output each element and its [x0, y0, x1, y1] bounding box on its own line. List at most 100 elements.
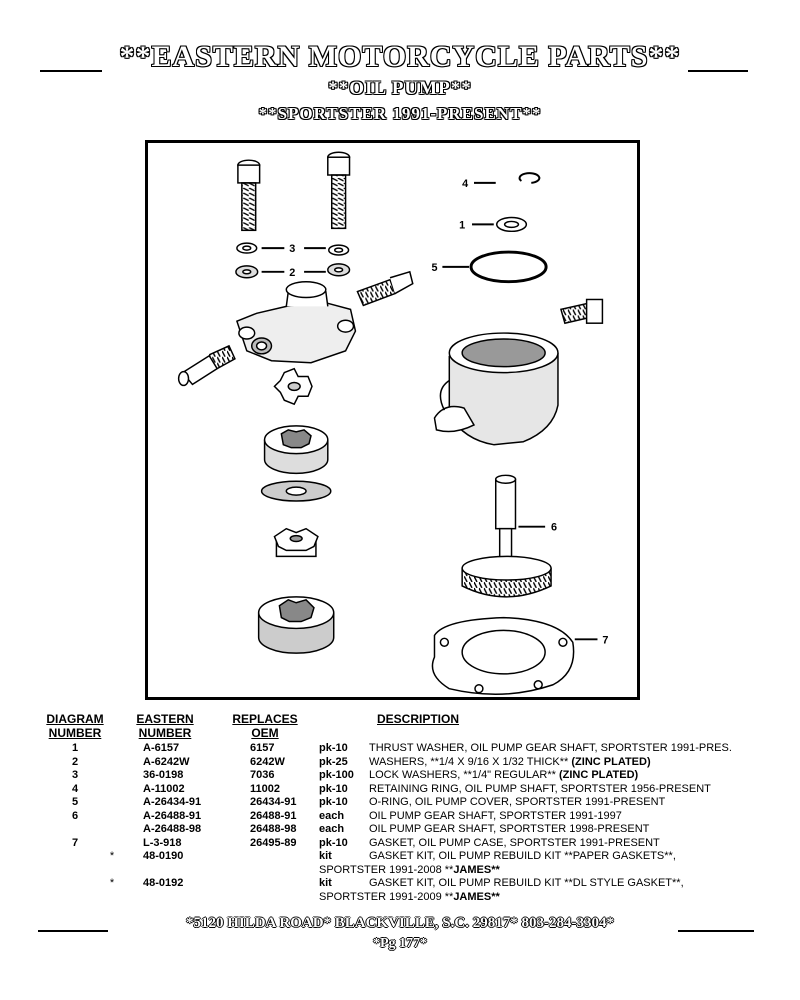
inner-gear-top [273, 367, 313, 406]
model-title: **SPORTSTER 1991-PRESENT** [258, 104, 542, 123]
description-text: OIL PUMP GEAR SHAFT, SPORTSTER 1998-PRES… [369, 823, 650, 835]
continuation-emphasis: JAMES** [453, 890, 500, 903]
table-row: * 48-0192 kit GASKET KIT, OIL PUMP REBUILD … [0, 877, 800, 891]
header-diagram: DIAGRAM NUMBER [46, 712, 104, 740]
gear-shaft [461, 474, 552, 598]
oem-number: 26488-98 [250, 823, 297, 835]
package-qty: pk-25 [319, 755, 348, 768]
header-rule-left [40, 70, 102, 72]
package-qty: pk-10 [319, 796, 348, 808]
callout-7: 7 [602, 634, 608, 646]
description: OIL PUMP GEAR SHAFT, SPORTSTER 1991-1997 [369, 810, 622, 822]
description-emphasis: (ZINC PLATED) [571, 755, 651, 768]
page-number: *Pg 177* [372, 936, 428, 951]
table-row: 3 36-0198 7036 pk-100 LOCK WASHERS, **1/4" R… [0, 769, 800, 783]
description-emphasis: (ZINC PLATED) [558, 769, 639, 781]
callout-6: 6 [551, 522, 557, 534]
table-row: * 48-0190 kit GASKET KIT, OIL PUMP REBUILD … [0, 850, 800, 864]
oem-number: 6157 [250, 742, 275, 754]
description-text: O-RING, OIL PUMP COVER, SPORTSTER 1991-P… [369, 796, 666, 808]
description: LOCK WASHERS, **1/4" REGULAR** (ZINC PLA… [369, 769, 638, 781]
package-qty: each [319, 823, 345, 835]
description: GASKET KIT, OIL PUMP REBUILD KIT **DL ST… [369, 877, 684, 889]
package-qty: each [319, 809, 345, 822]
package-qty: pk-10 [319, 836, 348, 849]
package-qty: pk-10 [319, 742, 348, 754]
description: GASKET KIT, OIL PUMP REBUILD KIT **PAPER… [369, 850, 676, 862]
table-row: A-26488-98 26488-98 each OIL PUMP GEAR SHAF… [0, 823, 800, 837]
description-text: GASKET KIT, OIL PUMP REBUILD KIT **DL ST… [369, 877, 684, 889]
description: OIL PUMP GEAR SHAFT, SPORTSTER 1998-PRES… [369, 823, 649, 835]
header-eastern: EASTERN NUMBER [136, 712, 194, 740]
description-text: LOCK WASHERS, **1/4" REGULAR** [369, 769, 559, 781]
callout-5: 5 [432, 262, 438, 274]
separator-plate [260, 480, 332, 502]
eastern-number: A-6242W [143, 755, 190, 768]
pump-cover [235, 280, 357, 364]
continuation-text: SPORTSTER 1991-2008 ** [319, 863, 454, 876]
eastern-number: A-11002 [143, 782, 185, 795]
footer-rule-right [678, 930, 754, 932]
package-qty: kit [319, 877, 332, 889]
eastern-number: A-26488-98 [143, 823, 202, 835]
callout-4: 4 [462, 178, 468, 190]
description-text: RETAINING RING, OIL PUMP SHAFT, SPORTSTE… [369, 782, 711, 795]
table-row: 4 A-11002 11002 pk-10 RETAINING RING, OIL PU… [0, 783, 800, 797]
company-title: **EASTERN MOTORCYCLE PARTS** [119, 40, 681, 73]
continuation-emphasis: JAMES** [453, 863, 500, 876]
table-row-continuation: SPORTSTER 1991-2009 **JAMES** [0, 891, 800, 905]
diagram-number: 4 [71, 782, 79, 795]
gasket [431, 616, 575, 695]
eastern-number: 36-0198 [143, 769, 184, 781]
screw-right [327, 151, 351, 230]
page-subtitle: **OIL PUMP** [328, 78, 472, 99]
oem-number: 7036 [250, 769, 275, 781]
thrust-washer [495, 216, 528, 233]
exploded-parts-diagram: 3 2 4 1 5 6 7 [145, 140, 640, 700]
fitting-left [177, 344, 236, 387]
package-qty: pk-10 [319, 782, 348, 795]
callout-3: 3 [289, 243, 295, 255]
diagram-number: 5 [71, 796, 79, 808]
callout-2: 2 [289, 267, 295, 279]
header-description: DESCRIPTION [377, 712, 460, 726]
kit-marker: * [109, 850, 115, 862]
header-rule-right [688, 70, 748, 72]
description-text: GASKET, OIL PUMP CASE, SPORTSTER 1991-PR… [369, 836, 660, 849]
eastern-number: 48-0190 [143, 850, 184, 862]
callout-1: 1 [459, 219, 465, 231]
fitting-right [356, 270, 414, 307]
o-ring [469, 250, 548, 284]
description-text: GASKET KIT, OIL PUMP REBUILD KIT **PAPER… [369, 850, 676, 862]
footer-address: *5120 HILDA ROAD* BLACKVILLE, S.C. 29817… [186, 915, 614, 931]
pump-case [433, 332, 559, 446]
continuation-text: SPORTSTER 1991-2009 ** [319, 890, 454, 903]
oem-number: 6242W [250, 755, 285, 768]
package-qty: kit [319, 850, 332, 862]
description-continuation: SPORTSTER 1991-2008 **JAMES** [319, 864, 500, 876]
header-oem: REPLACES OEM [232, 712, 298, 740]
oem-number: 11002 [250, 782, 280, 795]
kit-marker: * [109, 877, 115, 889]
description-text: OIL PUMP GEAR SHAFT, SPORTSTER 1991-1997 [369, 809, 622, 822]
eastern-number: 48-0192 [143, 877, 184, 889]
package-qty: pk-100 [319, 769, 354, 781]
eastern-number: A-26488-91 [143, 809, 202, 822]
table-row-continuation: SPORTSTER 1991-2008 **JAMES** [0, 864, 800, 878]
oem-number: 26495-89 [250, 836, 297, 849]
lock-washers [236, 242, 350, 256]
description-text: THRUST WASHER, OIL PUMP GEAR SHAFT, SPOR… [369, 742, 732, 754]
description: GASKET, OIL PUMP CASE, SPORTSTER 1991-PR… [369, 837, 660, 849]
description: O-RING, OIL PUMP COVER, SPORTSTER 1991-P… [369, 796, 665, 808]
fitting-case [560, 298, 604, 325]
screw-left [237, 159, 261, 232]
diagram-number: 3 [71, 769, 79, 781]
description-continuation: SPORTSTER 1991-2009 **JAMES** [319, 891, 500, 903]
flat-washers [235, 263, 351, 279]
diagram-number: 7 [71, 836, 79, 849]
